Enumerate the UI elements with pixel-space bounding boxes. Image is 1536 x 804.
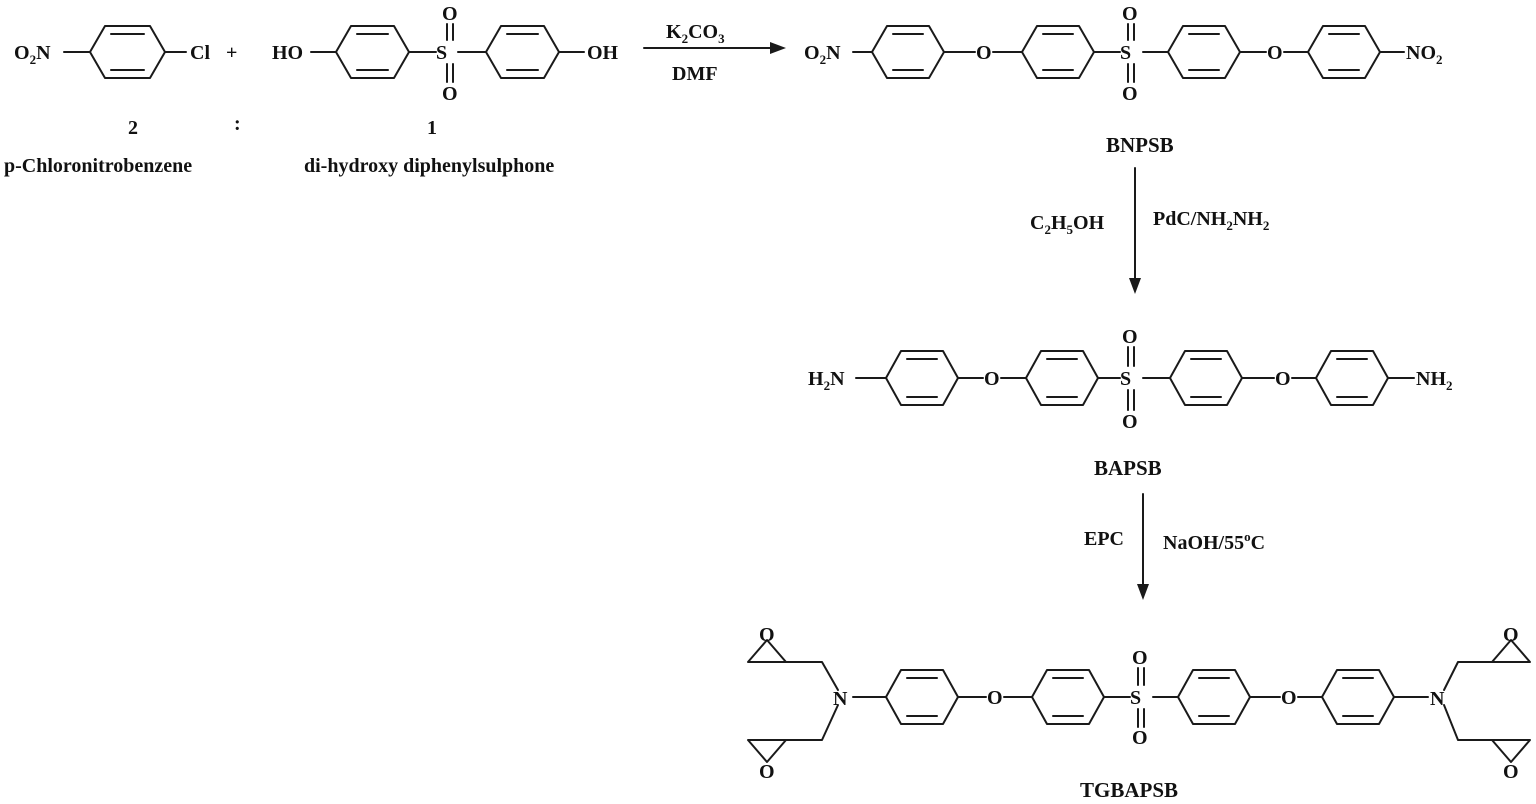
sulfur-atom: S xyxy=(436,42,447,64)
step3-reagent-left: EPC xyxy=(1084,528,1124,550)
step1-arrow: K2CO3 DMF xyxy=(643,21,786,85)
amine-nitrogen: N xyxy=(833,688,848,710)
bond xyxy=(1443,661,1493,691)
step3-reagent-right: NaOH/55oC xyxy=(1163,529,1265,554)
epoxide-ring xyxy=(1491,639,1531,663)
step1-solvent: DMF xyxy=(672,63,718,85)
arrow-head xyxy=(770,42,786,54)
hydroxyl-label-right: OH xyxy=(587,42,619,64)
plus-sign: + xyxy=(226,42,237,64)
step3-arrow: EPC NaOH/55oC xyxy=(1084,493,1265,600)
sulfur-atom: S xyxy=(1120,368,1131,390)
compound-1-name: di-hydroxy diphenylsulphone xyxy=(304,155,554,177)
ether-oxygen: O xyxy=(1281,687,1297,709)
compound-1-number: 1 xyxy=(427,117,437,139)
compound-2-structure: O2N Cl xyxy=(14,25,210,79)
amine-group-label-right: NH2 xyxy=(1416,368,1453,393)
step1-reagent: K2CO3 xyxy=(666,21,725,46)
nitro-group-label-right: NO2 xyxy=(1406,42,1443,67)
bapsb-structure: H2N O S O O O NH2 xyxy=(808,326,1453,433)
nitro-group-label-left: O2N xyxy=(804,42,841,67)
ether-oxygen: O xyxy=(1275,368,1291,390)
amine-group-label-left: H2N xyxy=(808,368,845,393)
epoxide-ring xyxy=(1491,739,1531,763)
bapsb-name: BAPSB xyxy=(1094,456,1162,480)
amine-nitrogen: N xyxy=(1430,688,1445,710)
bnpsb-structure: O2N O S O O O NO2 xyxy=(804,3,1443,105)
sulfonyl-oxygen-top: O xyxy=(1132,647,1148,669)
chloro-label: Cl xyxy=(190,42,210,64)
tgbapsb-name: TGBAPSB xyxy=(1080,778,1178,802)
sulfonyl-oxygen-bottom: O xyxy=(1122,83,1138,105)
sulfur-atom: S xyxy=(1120,42,1131,64)
epoxide-ring xyxy=(747,639,787,663)
arrow-head xyxy=(1129,278,1141,294)
sulfonyl-oxygen-bottom: O xyxy=(1132,727,1148,749)
bond xyxy=(1443,704,1493,741)
epoxide-oxygen: O xyxy=(1503,761,1519,783)
sulfonyl-oxygen-bottom: O xyxy=(442,83,458,105)
bond xyxy=(785,704,839,741)
tgbapsb-structure: O O N O S O O O N xyxy=(747,624,1531,783)
ether-oxygen: O xyxy=(987,687,1003,709)
nitro-group-label: O2N xyxy=(14,42,51,67)
ether-oxygen: O xyxy=(1267,42,1283,64)
arrow-head xyxy=(1137,584,1149,600)
epoxide-oxygen: O xyxy=(759,761,775,783)
step2-arrow: C2H5OH PdC/NH2NH2 xyxy=(1030,167,1269,294)
sulfonyl-oxygen-top: O xyxy=(442,3,458,25)
sulfonyl-oxygen-bottom: O xyxy=(1122,411,1138,433)
step2-solvent: C2H5OH xyxy=(1030,212,1105,237)
bnpsb-name: BNPSB xyxy=(1106,133,1174,157)
compound-1-structure: HO S O O OH xyxy=(272,3,619,105)
ether-oxygen: O xyxy=(976,42,992,64)
ratio-colon: : xyxy=(234,113,241,135)
epoxide-oxygen: O xyxy=(759,624,775,646)
bond xyxy=(785,661,839,691)
hydroxyl-label-left: HO xyxy=(272,42,303,64)
compound-2-name: p-Chloronitrobenzene xyxy=(4,155,192,177)
ether-oxygen: O xyxy=(984,368,1000,390)
sulfonyl-oxygen-top: O xyxy=(1122,326,1138,348)
epoxide-ring xyxy=(747,739,787,763)
sulfur-atom: S xyxy=(1130,687,1141,709)
compound-2-number: 2 xyxy=(128,117,138,139)
epoxide-oxygen: O xyxy=(1503,624,1519,646)
step2-reagent: PdC/NH2NH2 xyxy=(1153,208,1269,233)
sulfonyl-oxygen-top: O xyxy=(1122,3,1138,25)
